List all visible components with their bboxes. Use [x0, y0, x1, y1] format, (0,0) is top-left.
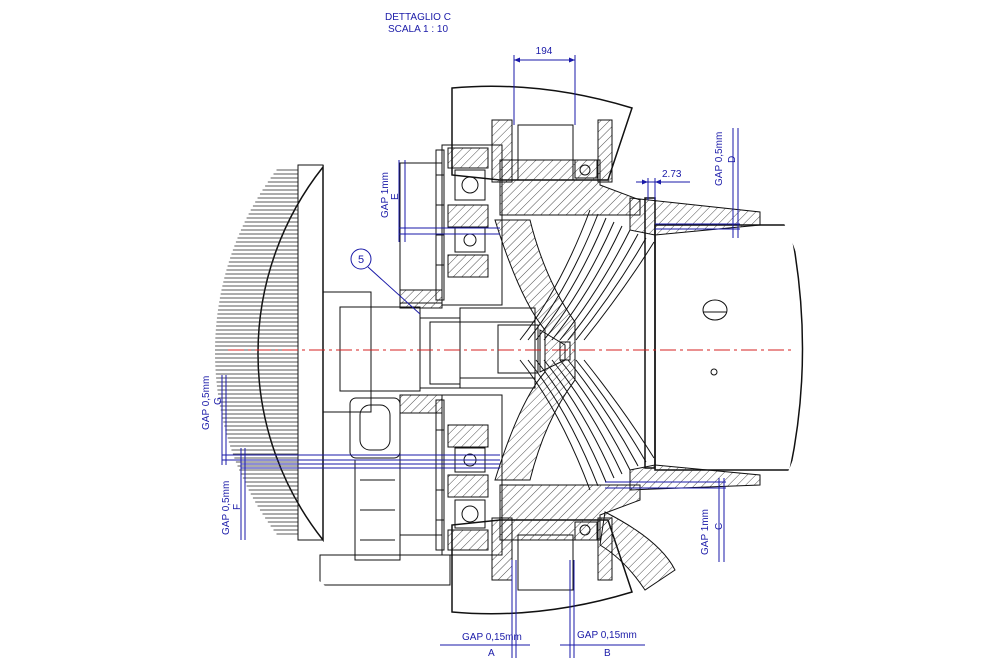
detail-view [215, 85, 804, 615]
gap-b: GAP 0,15mm B [560, 560, 645, 659]
gap-a: GAP 0,15mm A [440, 560, 530, 659]
dimension-194: 194 [513, 46, 576, 125]
upper-housing [399, 144, 503, 309]
gap-c: GAP 1mm C [605, 478, 726, 562]
balloon-5: 5 [350, 248, 421, 315]
gap-a-letter: A [488, 648, 495, 659]
gap-g-letter: G [213, 397, 224, 405]
gap-c-letter: C [714, 523, 725, 530]
gap-c-text: GAP 1mm [700, 509, 711, 555]
gap-g: GAP 0,5mm G [201, 375, 500, 465]
lower-casing [451, 484, 676, 615]
detail-title: DETTAGLIO C [385, 12, 451, 23]
gap-e-text: GAP 1mm [380, 172, 391, 218]
gap-a-text: GAP 0,15mm [462, 632, 522, 643]
gap-f-text: GAP 0,5mm [221, 481, 232, 535]
dimension-273: 2.73 [636, 169, 690, 200]
dimension-273-label: 2.73 [662, 169, 682, 180]
diffuser [629, 197, 804, 491]
impeller [494, 209, 655, 491]
gap-b-letter: B [604, 648, 611, 659]
upper-casing [451, 85, 641, 216]
gap-d: GAP 0,5mm D [655, 128, 740, 238]
detail-scale: SCALA 1 : 10 [388, 24, 448, 35]
dimension-194-label: 194 [536, 46, 553, 57]
shaft [322, 291, 539, 413]
gap-d-text: GAP 0,5mm [714, 132, 725, 186]
gap-f-letter: F [232, 504, 243, 510]
gap-f: GAP 0,5mm F [221, 448, 500, 540]
gap-e-letter: E [390, 193, 401, 200]
gap-d-letter: D [727, 156, 738, 163]
gap-b-text: GAP 0,15mm [577, 630, 637, 641]
gap-e: GAP 1mm E [380, 160, 500, 242]
balloon-5-label: 5 [358, 254, 364, 266]
gap-g-text: GAP 0,5mm [201, 376, 212, 430]
lower-housing [319, 394, 503, 586]
